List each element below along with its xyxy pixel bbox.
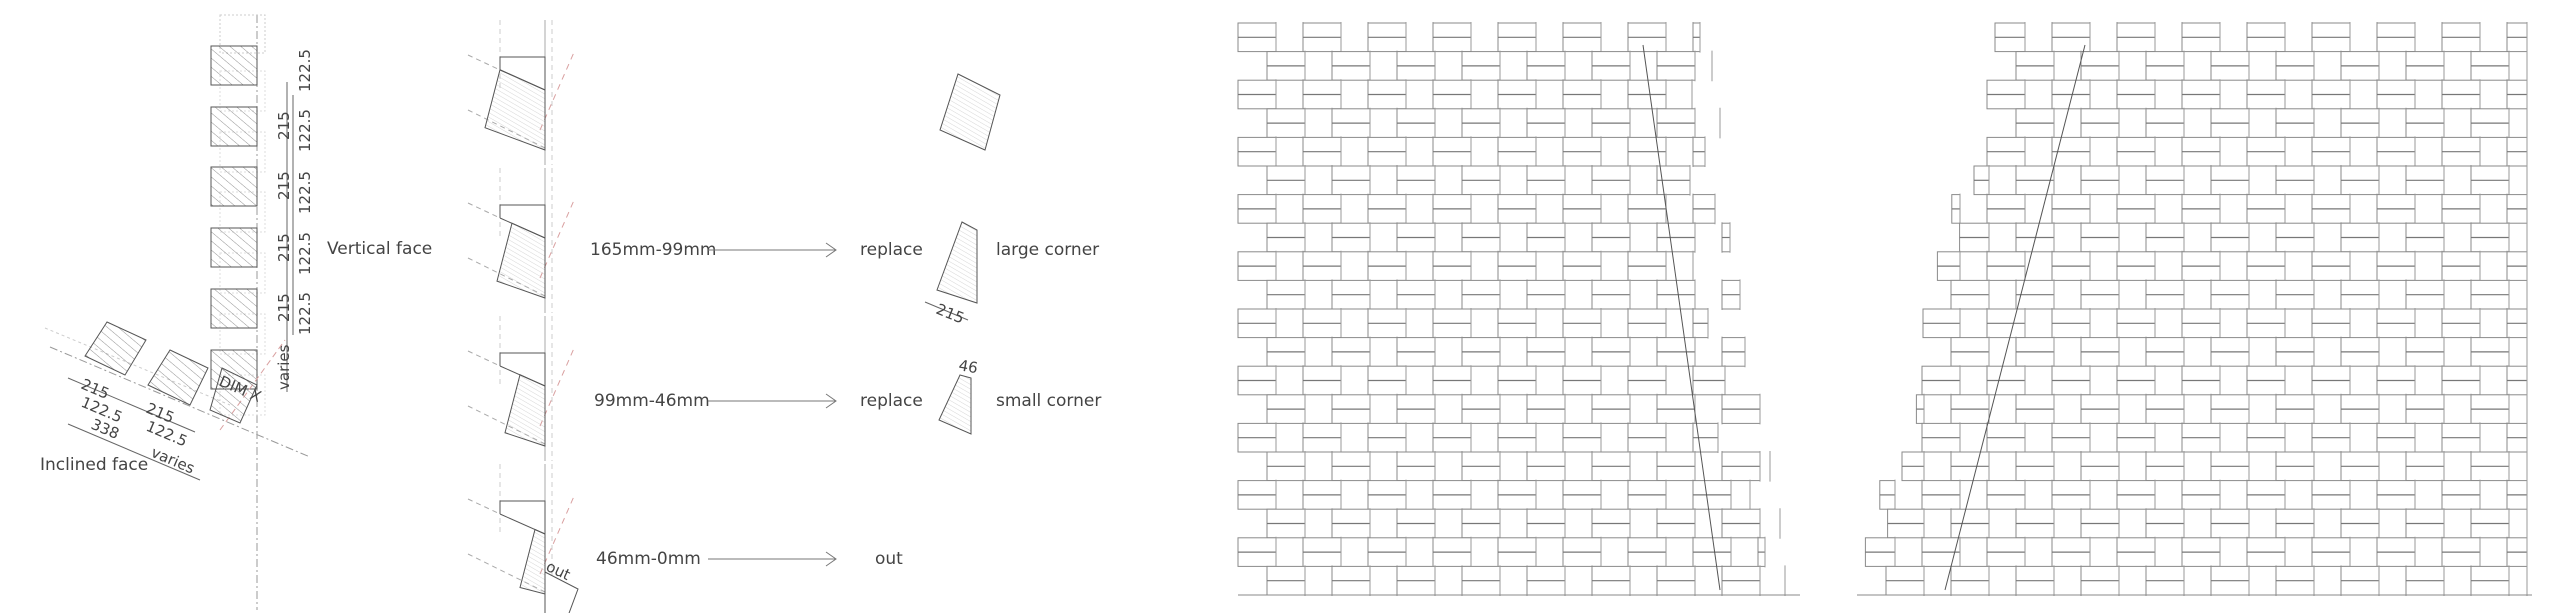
hatched-brick (484, 69, 546, 151)
dimension-line (67, 377, 196, 433)
ghost-brick (219, 70, 266, 112)
cut-line (1642, 44, 1721, 591)
dim-122-5: 122.5 (296, 292, 314, 335)
cut-sketch (467, 316, 576, 461)
vertical-brick (210, 288, 258, 329)
range-label: 46mm-0mm (596, 549, 701, 569)
dim-122-5: 122.5 (296, 109, 314, 152)
vertical-brick (210, 45, 258, 86)
vertical-face-label: Vertical face (327, 239, 432, 259)
dim-varies: varies (275, 344, 293, 390)
range-label: 165mm-99mm (590, 240, 716, 260)
cut-sketch (467, 464, 579, 613)
out-piece (544, 571, 579, 613)
dim-122-5: 122.5 (296, 49, 314, 92)
rule-row-out: 46mm-0mm out (596, 549, 903, 569)
hatched-brick (496, 222, 546, 299)
rule-row-small-corner: 99mm-46mm replace 46 small corner (594, 356, 1101, 435)
top-rotated-brick (939, 73, 1001, 151)
cut-line (1944, 44, 2086, 591)
ghost-brick (219, 191, 266, 233)
ghost-brick (219, 252, 266, 294)
action-label: replace (860, 240, 923, 260)
small-corner-piece (938, 374, 972, 435)
dim-215: 215 (275, 233, 293, 262)
hatched-brick (504, 374, 546, 447)
vertical-face-section: 122.5122.5122.5122.5122.5215215215215var… (210, 14, 432, 610)
dim-varies: varies (148, 443, 197, 477)
ghost-brick (219, 131, 266, 173)
action-label: replace (860, 391, 923, 411)
dim-122-5: 122.5 (296, 171, 314, 214)
dim-215: 215 (275, 111, 293, 140)
brick-wall-elevation-right (1857, 22, 2532, 596)
cut-sketch (467, 20, 576, 165)
brick-wall-elevation-left (1237, 22, 1800, 596)
vertical-bricks (210, 14, 266, 416)
result-label: small corner (996, 391, 1101, 411)
result-label: large corner (996, 240, 1099, 260)
inclined-face-label: Inclined face (40, 455, 148, 475)
rule-row-large-corner: 165mm-99mm replace 215 large corner (590, 221, 1099, 327)
vertical-brick (210, 227, 258, 268)
cut-brick-outline (499, 500, 546, 535)
ghost-brick (219, 313, 266, 355)
vertical-dimensions: 122.5122.5122.5122.5122.5215215215215var… (275, 49, 314, 390)
dim-215: 215 (275, 293, 293, 322)
dim-122-5: 122.5 (296, 232, 314, 275)
action-label: out (875, 549, 903, 569)
piece-dim: 46 (957, 356, 979, 377)
inclined-brick (147, 349, 209, 406)
vertical-brick (210, 166, 258, 207)
vertical-brick (210, 106, 258, 147)
range-label: 99mm-46mm (594, 391, 710, 411)
cut-sketch (467, 168, 576, 313)
dim-215: 215 (275, 171, 293, 200)
dimension-line (67, 423, 201, 481)
inclined-centerline (49, 346, 311, 458)
large-corner-piece (936, 221, 978, 304)
inclined-face-section: 215 122.5 338 215 122.5 varies DIM X Inc… (40, 321, 311, 481)
corner-brick (209, 367, 258, 424)
inclined-brick (84, 321, 147, 376)
piece-dim: 215 (934, 300, 967, 327)
cut-sketches (467, 20, 579, 613)
hatched-brick (519, 528, 546, 595)
